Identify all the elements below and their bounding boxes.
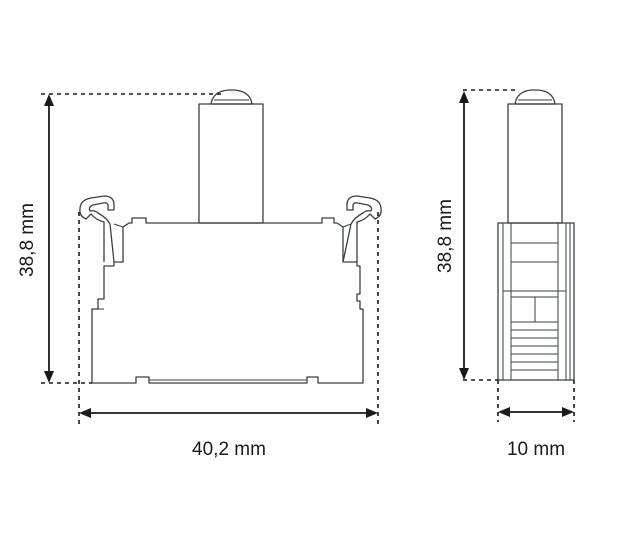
side-led-lens: [514, 89, 556, 105]
front-view: 38,8 mm 40,2 mm: [17, 89, 382, 460]
side-led-barrel: [507, 103, 563, 224]
side-width-label: 10 mm: [507, 439, 565, 460]
front-led-lens: [210, 89, 253, 105]
front-right-clip: [342, 195, 382, 263]
front-led-barrel: [198, 103, 264, 224]
front-width-label: 40,2 mm: [192, 439, 266, 460]
side-body: [497, 222, 575, 381]
side-height-label: 38,8 mm: [435, 199, 456, 273]
front-height-label: 38,8 mm: [17, 203, 38, 277]
side-view: 38,8 mm 10 mm: [435, 89, 575, 460]
front-body: [91, 217, 364, 384]
front-left-clip: [79, 195, 115, 263]
